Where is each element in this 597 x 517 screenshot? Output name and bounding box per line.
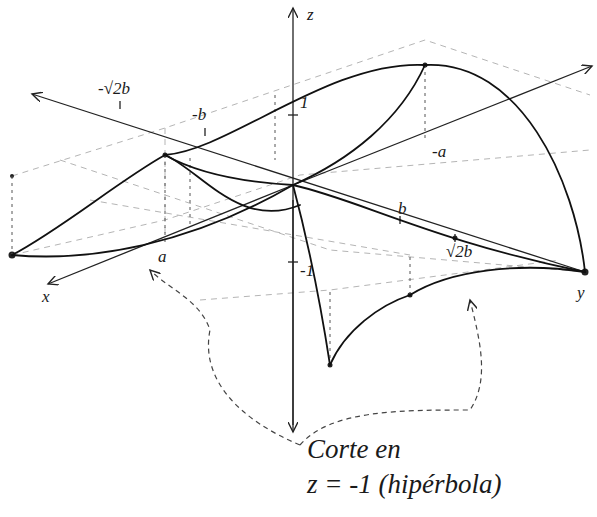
drop-line <box>12 65 425 365</box>
surface-curve <box>12 65 585 365</box>
axis-label: z <box>305 6 316 25</box>
caption-text: Corte en <box>305 435 403 465</box>
tick-label: 1 <box>298 94 311 113</box>
caption-text: z = -1 (hipérbola) <box>305 470 503 500</box>
tick-label: -b <box>190 106 208 125</box>
coordinate-axes <box>32 8 592 432</box>
axis-label: y <box>575 284 587 303</box>
axis-label: x <box>40 288 52 307</box>
tick-label: b <box>396 200 409 219</box>
reference-plane <box>12 40 590 300</box>
tick-label: √2b <box>444 243 474 262</box>
tick-label: -1 <box>298 262 316 281</box>
tick-label: -a <box>430 143 448 162</box>
tick-label: a <box>156 248 169 267</box>
tick-label: -√2b <box>96 80 132 99</box>
pointer-arrow <box>150 270 482 445</box>
